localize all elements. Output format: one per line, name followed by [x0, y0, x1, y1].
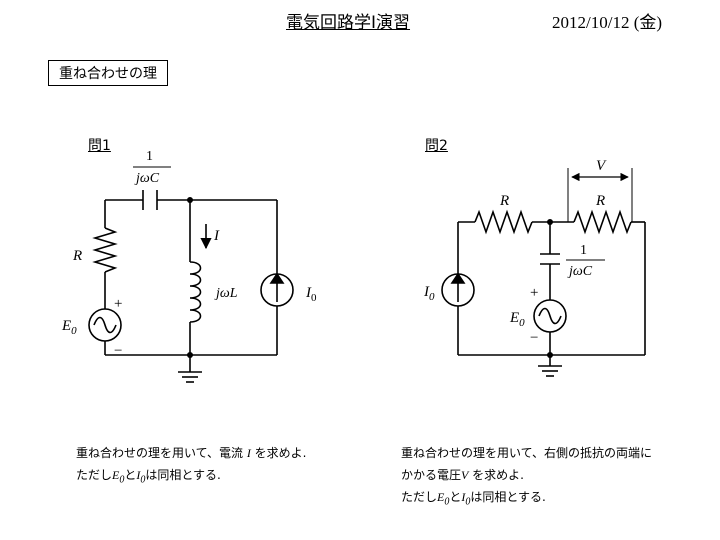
resistor-1	[92, 227, 118, 273]
source-1-label: E0	[61, 318, 77, 337]
plus-sign: +	[114, 296, 122, 312]
junction-dot	[547, 219, 553, 225]
capacitor-2	[540, 253, 560, 265]
current-source-1-label: I0	[305, 285, 317, 304]
minus-sign: −	[530, 330, 538, 346]
capacitor-1-numerator: 1	[146, 149, 153, 164]
capacitor-2-numerator: 1	[580, 243, 587, 258]
description-line: 重ね合わせの理を用いて、電流 I を求めよ.	[76, 446, 307, 460]
junction-dot	[187, 352, 193, 358]
current-label: I	[213, 228, 220, 244]
resistor-1-label: R	[72, 248, 82, 264]
question-2-description: 重ね合わせの理を用いて、右側の抵抗の両端に かかる電圧V を求めよ. ただしE0…	[401, 442, 652, 513]
junction-dot	[547, 352, 553, 358]
description-line: ただしE0とI0は同相とする.	[401, 490, 546, 508]
description-line: 重ね合わせの理を用いて、右側の抵抗の両端に	[401, 446, 653, 460]
voltage-label: V	[596, 158, 607, 174]
resistor-2-right	[573, 209, 632, 235]
plus-sign: +	[530, 285, 538, 301]
question-1-description: 重ね合わせの理を用いて、電流 I を求めよ. ただしE0とI0は同相とする.	[76, 442, 307, 491]
resistor-2-left	[474, 209, 533, 235]
capacitor-1	[142, 190, 158, 210]
junction-dot	[187, 197, 193, 203]
current-source-2-label: I0	[423, 284, 435, 303]
capacitor-1-denominator: jωC	[134, 171, 160, 186]
description-line: ただしE0とI0は同相とする.	[76, 468, 221, 486]
question-2-label: 問2	[425, 138, 448, 154]
description-line: かかる電圧V を求めよ.	[401, 468, 524, 482]
minus-sign: −	[114, 343, 122, 359]
resistor-2-left-label: R	[499, 193, 509, 209]
date-label: 2012/10/12 (金)	[552, 13, 663, 32]
section-heading: 重ね合わせの理	[48, 60, 168, 86]
ground-2	[538, 365, 562, 377]
circuit-2	[441, 168, 646, 377]
question-1-label: 問1	[88, 138, 111, 154]
resistor-2-right-label: R	[595, 193, 605, 209]
ground-1	[178, 371, 202, 383]
inductor-1	[189, 261, 202, 323]
capacitor-2-denominator: jωC	[567, 264, 593, 279]
inductor-1-label: jωL	[214, 286, 238, 301]
page-title: 電気回路学I演習	[286, 13, 411, 33]
circuit-1	[88, 166, 294, 383]
source-2-label: E0	[509, 310, 525, 329]
